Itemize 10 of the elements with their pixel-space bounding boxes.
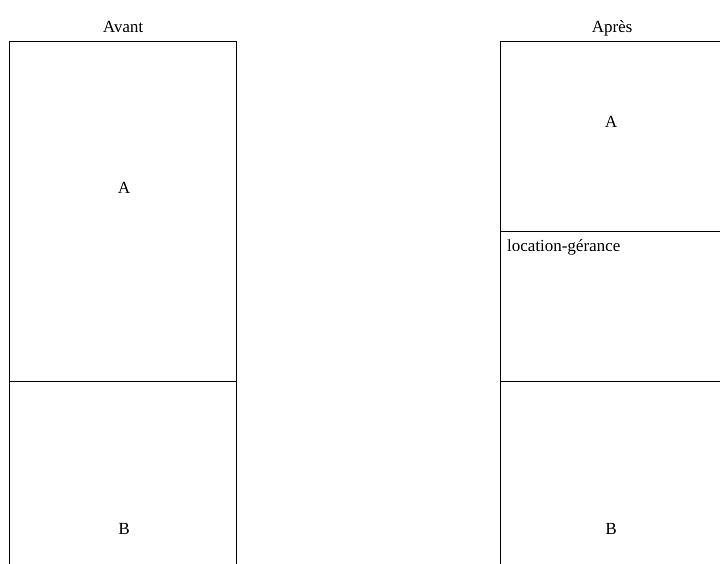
- section-box: [500, 41, 720, 232]
- column-heading: Après: [592, 17, 632, 37]
- section-label: A: [118, 178, 130, 198]
- section-label: location-gérance: [507, 236, 620, 256]
- section-box: [9, 41, 237, 382]
- section-label: B: [118, 519, 130, 539]
- section-box: [9, 381, 237, 564]
- column-heading: Avant: [102, 17, 144, 37]
- section-label: B: [605, 519, 617, 539]
- section-label: A: [604, 112, 618, 132]
